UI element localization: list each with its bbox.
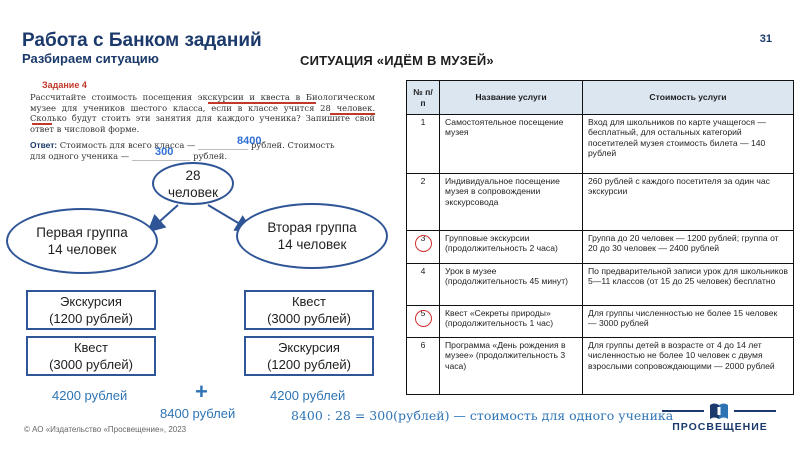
logo-rule-right bbox=[734, 410, 776, 412]
task-card: Задание 4 Рассчитайте стоимость посещени… bbox=[30, 80, 380, 161]
row-number-highlighted: 3 bbox=[406, 230, 440, 264]
group-two-quest-box: Квест (3000 рублей) bbox=[244, 290, 374, 330]
group-one-excursion-box: Экскурсия (1200 рублей) bbox=[26, 290, 156, 330]
class-total-oval: 28 человек bbox=[152, 162, 234, 205]
table-row: 5 Квест «Секреты природы» (продолжительн… bbox=[406, 305, 794, 338]
row-service-name: Урок в музее (продолжительность 45 минут… bbox=[439, 263, 583, 306]
row-service-price: Вход для школьников по карте учащегося —… bbox=[582, 114, 794, 174]
row-service-name: Групповые экскурсии (продолжительность 2… bbox=[439, 230, 583, 264]
row-number: 2 bbox=[406, 173, 440, 231]
task-heading: Задание 4 bbox=[42, 80, 87, 90]
group-two-sum: 4200 рублей bbox=[270, 388, 346, 403]
answer-line-2: для одного ученика — ______________ рубл… bbox=[30, 150, 227, 161]
handwritten-per-student: 300 bbox=[155, 146, 174, 158]
task-answer: Ответ: Стоимость для всего класса — ____… bbox=[30, 140, 375, 161]
row-service-price: Группа до 20 человек — 1200 рублей; груп… bbox=[582, 230, 794, 264]
row-service-price: Для группы численностью не более 15 чело… bbox=[582, 305, 794, 338]
slide-title: Работа с Банком заданий bbox=[22, 30, 262, 51]
handwritten-total: 8400 bbox=[237, 135, 262, 147]
highlight-circle bbox=[414, 310, 432, 327]
row-number: 4 bbox=[406, 263, 440, 306]
row-service-price: По предварительной записи урок для школь… bbox=[582, 263, 794, 306]
underline-excursion bbox=[208, 102, 316, 104]
logo-text: ПРОСВЕЩЕНИЕ bbox=[672, 421, 768, 433]
table-row: 1 Самостоятельное посещение музея Вход д… bbox=[406, 114, 794, 174]
underline-28-students bbox=[330, 113, 375, 115]
table-header-row: № п/п Название услуги Стоимость услуги bbox=[406, 80, 794, 115]
copyright: © АО «Издательство «Просвещение», 2023 bbox=[24, 425, 187, 434]
table-row: 4 Урок в музее (продолжительность 45 мин… bbox=[406, 263, 794, 306]
publisher-logo: ПРОСВЕЩЕНИЕ bbox=[660, 400, 780, 440]
header-service-price: Стоимость услуги bbox=[582, 80, 794, 115]
group-one-quest-box: Квест (3000 рублей) bbox=[26, 336, 156, 376]
row-number-highlighted: 5 bbox=[406, 305, 440, 338]
page-number: 31 bbox=[759, 33, 772, 45]
header-number: № п/п bbox=[406, 80, 440, 115]
table-row: 2 Индивидуальное посещение музея в сопро… bbox=[406, 173, 794, 231]
row-service-price: 260 рублей с каждого посетителя за один … bbox=[582, 173, 794, 231]
answer-label: Ответ: bbox=[30, 140, 58, 150]
logo-rule-left bbox=[662, 410, 704, 412]
plus-sign: + bbox=[195, 379, 208, 404]
row-service-name: Программа «День рождения в музее» (продо… bbox=[439, 337, 583, 395]
row-service-price: Для группы детей в возрасте от 4 до 14 л… bbox=[582, 337, 794, 395]
row-service-name: Самостоятельное посещение музея bbox=[439, 114, 583, 174]
table-row: 6 Программа «День рождения в музее» (про… bbox=[406, 337, 794, 395]
row-service-name: Индивидуальное посещение музея в сопрово… bbox=[439, 173, 583, 231]
grand-total: 8400 рублей bbox=[160, 406, 236, 421]
answer-line-1: Стоимость для всего класса — ___________… bbox=[59, 140, 335, 150]
row-service-name: Квест «Секреты природы» (продолжительнос… bbox=[439, 305, 583, 338]
task-text: Рассчитайте стоимость посещения экскурси… bbox=[30, 92, 375, 134]
highlight-circle bbox=[414, 235, 432, 252]
book-emblem-icon bbox=[710, 403, 728, 419]
situation-heading: СИТУАЦИЯ «ИДЁМ В МУЗЕЙ» bbox=[300, 53, 494, 68]
row-number: 6 bbox=[406, 337, 440, 395]
group-one-sum: 4200 рублей bbox=[52, 388, 128, 403]
group-one-oval: Первая группа 14 человек bbox=[6, 208, 158, 274]
underline-students-cont bbox=[32, 123, 52, 125]
table-row: 3 Групповые экскурсии (продолжительность… bbox=[406, 230, 794, 264]
group-two-excursion-box: Экскурсия (1200 рублей) bbox=[244, 336, 374, 376]
group-two-oval: Вторая группа 14 человек bbox=[236, 203, 388, 269]
per-student-formula: 8400 : 28 = 300(рублей) — стоимость для … bbox=[291, 408, 674, 423]
slide-subtitle: Разбираем ситуацию bbox=[22, 51, 159, 66]
row-number: 1 bbox=[406, 114, 440, 174]
services-table: № п/п Название услуги Стоимость услуги 1… bbox=[406, 80, 794, 395]
header-service-name: Название услуги bbox=[439, 80, 583, 115]
